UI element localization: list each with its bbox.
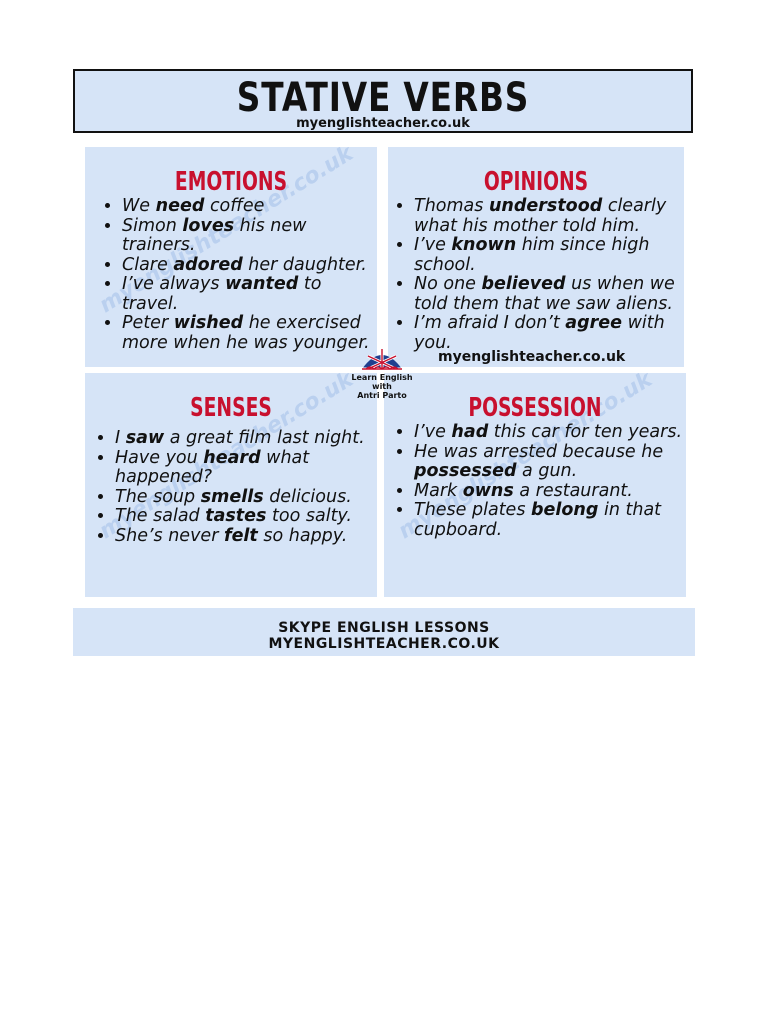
example-sentence: We need coffee — [122, 196, 373, 217]
sentence-text: her daughter. — [242, 254, 367, 275]
stative-verb: adored — [173, 254, 243, 275]
stative-verb: belong — [531, 500, 599, 520]
example-sentence: I’ve had this car for ten years. — [414, 422, 683, 443]
sentence-text: The soup — [115, 486, 201, 507]
panel-senses: myenglishteacher.co.uk SENSES I saw a gr… — [85, 373, 377, 597]
logo-text-line-3: Antri Parto — [357, 391, 407, 400]
stative-verb: known — [451, 235, 517, 255]
title-site-url: myenglishteacher.co.uk — [296, 116, 470, 131]
stative-verb: saw — [125, 428, 165, 448]
sentence-text: Simon — [122, 215, 183, 236]
sentence-text: us when we told them that we saw aliens. — [414, 274, 675, 314]
sentence-text: clearly what his mother told him. — [414, 196, 667, 236]
logo: Learn English with Antri Parto — [337, 347, 427, 400]
panel-emotions: myenglishteacher.co.uk EMOTIONS We need … — [85, 147, 377, 367]
sentence-text: I — [115, 428, 126, 448]
sentence-text: a great film last night. — [164, 428, 365, 448]
panel-opinions: OPINIONS Thomas understood clearly what … — [388, 147, 684, 367]
example-sentence: I’m afraid I don’t agree with you. — [414, 313, 680, 353]
footer-line-2: MYENGLISHTEACHER.CO.UK — [268, 636, 500, 652]
sentence-text: him since high school. — [414, 235, 650, 275]
stative-verb: loves — [182, 215, 235, 236]
example-sentence: The salad tastes too salty. — [115, 506, 373, 527]
logo-text-line-2: with — [372, 382, 392, 391]
stative-verb: possessed — [414, 461, 517, 481]
stative-verb: had — [451, 422, 489, 442]
sentence-text: I’ve always — [122, 274, 226, 294]
example-sentence: I saw a great film last night. — [115, 428, 373, 449]
example-sentence: He was arrested because he possessed a g… — [414, 441, 682, 482]
panel-heading-opinions: OPINIONS — [483, 167, 589, 197]
stative-verb: need — [155, 196, 205, 216]
stative-verb: believed — [481, 274, 566, 294]
stative-verb: agree — [565, 313, 623, 333]
stative-verb: felt — [223, 525, 258, 546]
sentence-text: with you. — [414, 313, 665, 353]
example-sentence: No one believed us when we told them tha… — [414, 274, 680, 314]
stative-verb: owns — [462, 480, 514, 501]
sentence-text: too salty. — [266, 506, 352, 526]
example-sentence: Mark owns a restaurant. — [414, 480, 682, 502]
example-sentence: These plates belong in that cupboard. — [414, 500, 682, 540]
sentence-text: He was arrested because he — [414, 441, 664, 462]
umbrella-flag-logo-icon — [362, 349, 402, 371]
example-sentence: Clare adored her daughter. — [122, 254, 373, 276]
title-banner: STATIVE VERBS myenglishteacher.co.uk — [73, 69, 693, 133]
stative-verb: wished — [173, 313, 244, 333]
stative-verb: heard — [203, 447, 261, 468]
sentence-text: a restaurant. — [513, 480, 633, 501]
example-list: Thomas understood clearly what his mothe… — [388, 196, 684, 353]
sentence-text: so happy. — [257, 525, 348, 546]
sentence-text: She’s never — [115, 525, 224, 546]
example-sentence: She’s never felt so happy. — [115, 525, 373, 547]
sentence-text: this car for ten years. — [488, 422, 683, 442]
footer-banner: SKYPE ENGLISH LESSONS MYENGLISHTEACHER.C… — [73, 608, 695, 656]
page-title: STATIVE VERBS — [236, 75, 530, 121]
example-sentence: The soup smells delicious. — [115, 486, 373, 508]
panel-heading-emotions: EMOTIONS — [174, 167, 288, 197]
stative-verb: understood — [488, 196, 603, 216]
sentence-text: what happened? — [115, 447, 310, 487]
sentence-text: delicious. — [263, 486, 352, 507]
panel-heading-possession: POSSESSION — [468, 393, 602, 423]
sentence-text: No one — [414, 274, 482, 294]
example-sentence: Have you heard what happened? — [115, 447, 373, 488]
example-list: I’ve had this car for ten years.He was a… — [384, 422, 686, 540]
panel-heading-senses: SENSES — [190, 393, 272, 423]
sentence-text: The salad — [115, 506, 206, 526]
sentence-text: to travel. — [122, 274, 322, 314]
sentence-text: We — [122, 196, 156, 216]
sentence-text: I’m afraid I don’t — [414, 313, 566, 333]
sentence-text: These plates — [414, 500, 531, 520]
sentence-text: Have you — [115, 447, 204, 468]
sentence-text: in that cupboard. — [414, 500, 662, 540]
example-list: We need coffeeSimon loves his new traine… — [85, 196, 377, 353]
logo-text-line-1: Learn English — [351, 373, 413, 382]
example-list: I saw a great film last night.Have you h… — [85, 428, 377, 547]
sentence-text: a gun. — [516, 461, 578, 481]
sentence-text: he exercised more when he was younger. — [122, 313, 370, 353]
sentence-text: Mark — [414, 480, 463, 501]
stative-verb: smells — [200, 486, 264, 507]
example-sentence: Simon loves his new trainers. — [122, 215, 373, 256]
stative-verb: tastes — [205, 506, 267, 526]
example-sentence: Thomas understood clearly what his mothe… — [414, 196, 680, 236]
footer-line-1: SKYPE ENGLISH LESSONS — [278, 620, 490, 636]
sentence-text: coffee — [204, 196, 265, 216]
example-sentence: Peter wished he exercised more when he w… — [122, 313, 373, 353]
sentence-text: I’ve — [414, 422, 452, 442]
sentence-text: Peter — [122, 313, 174, 333]
panel-possession: myenglishteacher.co.uk POSSESSION I’ve h… — [384, 373, 686, 597]
sentence-text: his new trainers. — [122, 215, 307, 255]
sentence-text: Clare — [122, 254, 174, 275]
site-url-label: myenglishteacher.co.uk — [438, 349, 626, 365]
stative-verb: wanted — [225, 274, 299, 294]
sentence-text: Thomas — [414, 196, 489, 216]
sentence-text: I’ve — [414, 235, 452, 255]
example-sentence: I’ve known him since high school. — [414, 235, 680, 275]
example-sentence: I’ve always wanted to travel. — [122, 274, 373, 314]
